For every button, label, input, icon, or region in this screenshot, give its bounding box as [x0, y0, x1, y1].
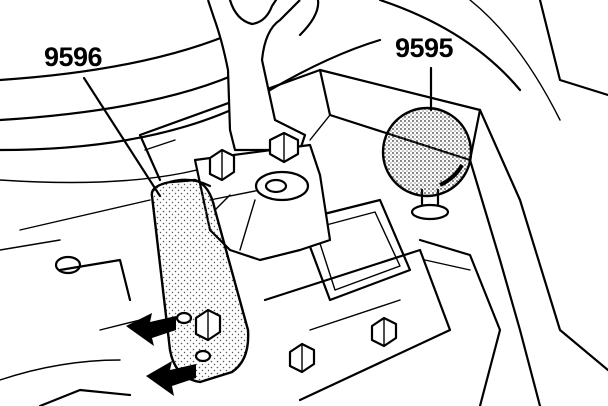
gearbox-housing	[38, 68, 608, 406]
wrench-tool	[206, 0, 320, 152]
callout-label-9596: 9596	[44, 42, 103, 72]
filled-arrow-icon	[126, 313, 196, 396]
callout-label-9595: 9595	[395, 33, 454, 63]
leader-lines	[82, 66, 433, 198]
tool-9595-ball	[381, 106, 473, 221]
mounting-bracket	[193, 131, 332, 262]
housing-bolts	[288, 316, 398, 374]
